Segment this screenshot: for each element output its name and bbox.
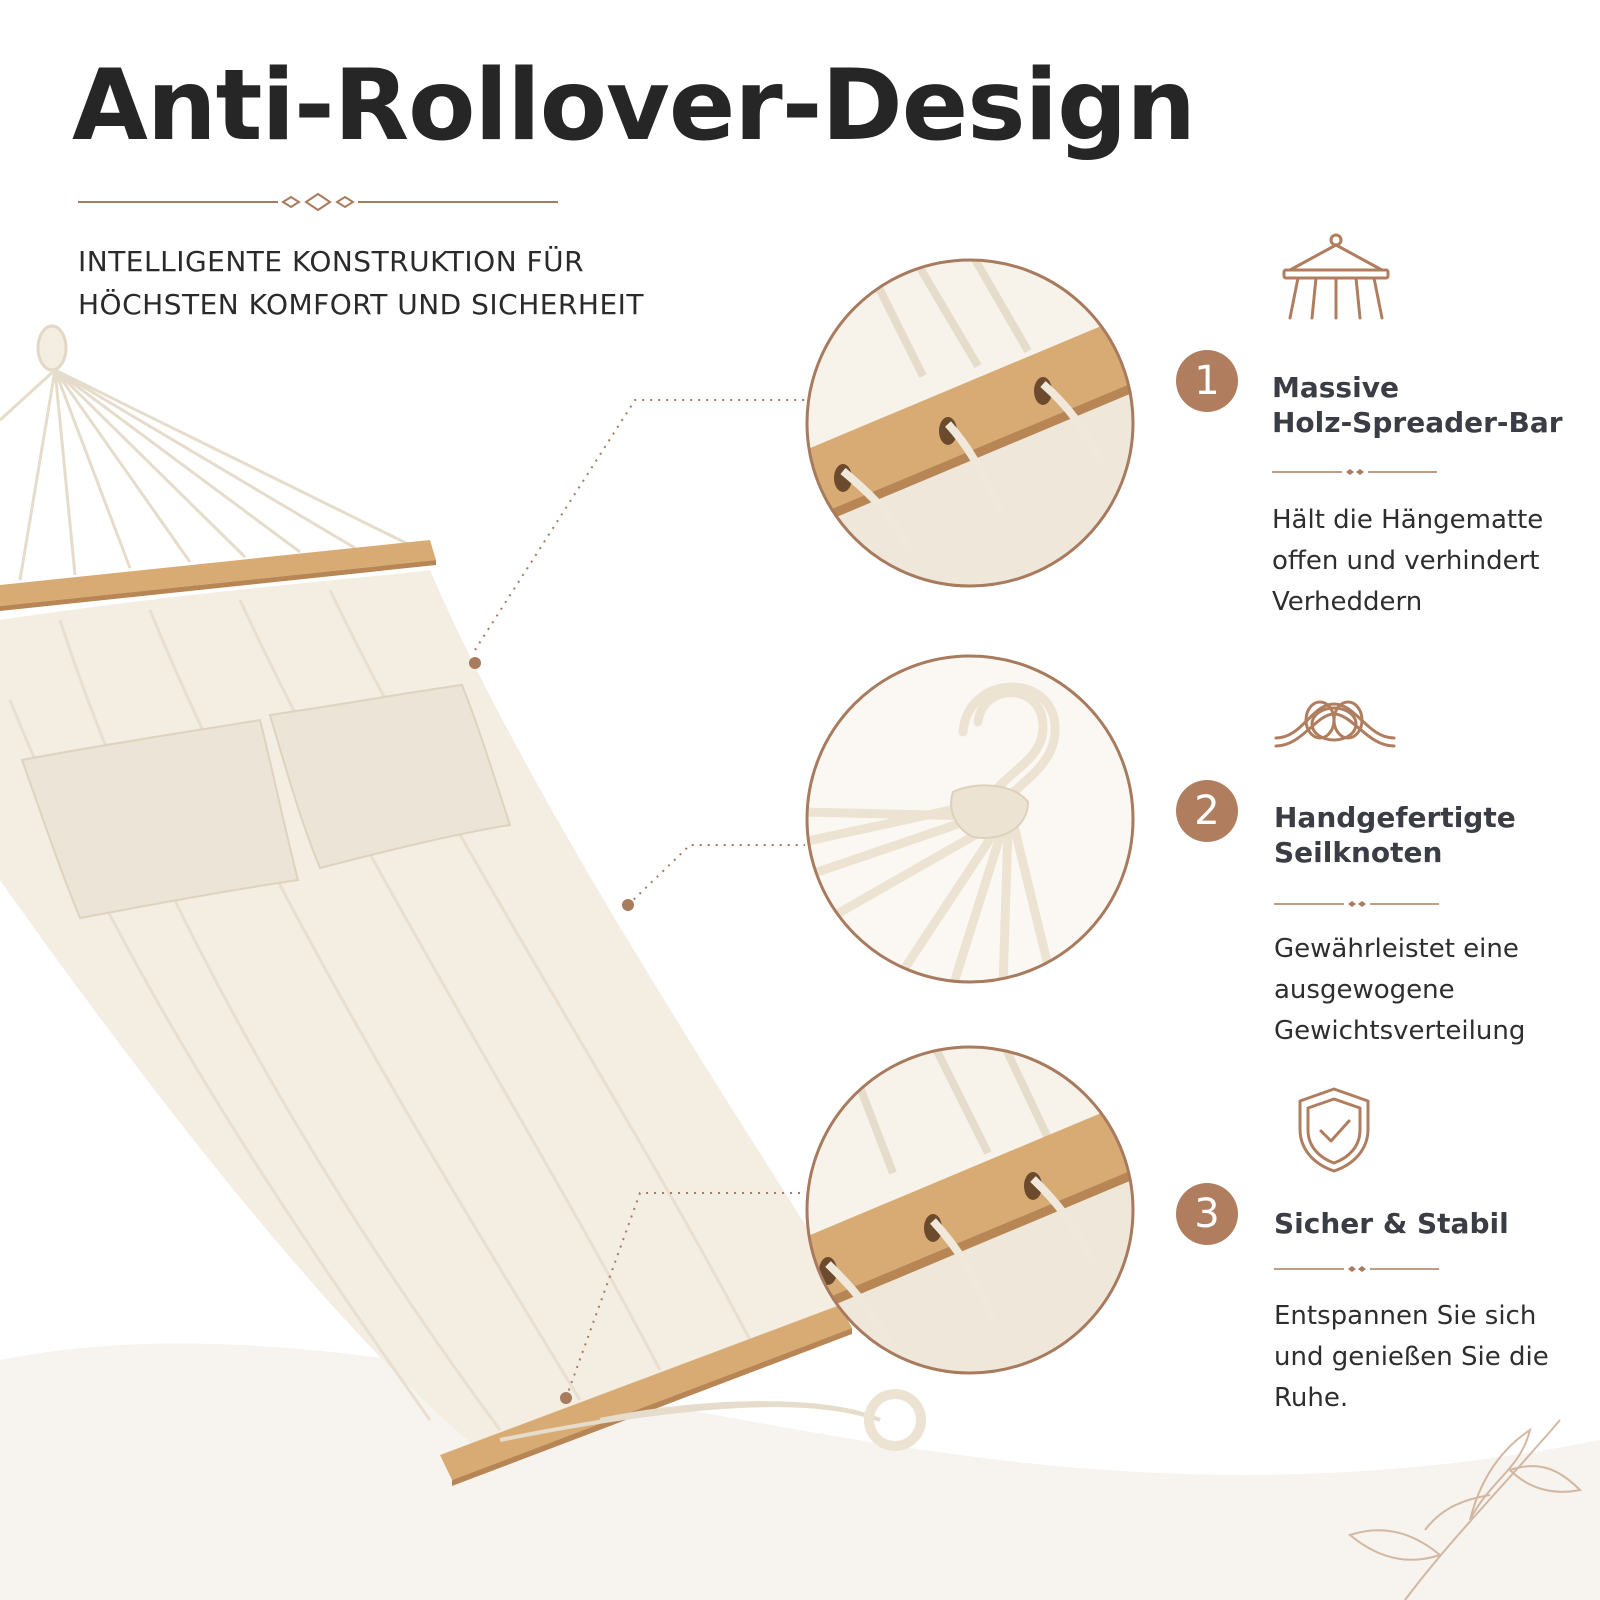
feature-title: Handgefertigte Seilknoten: [1274, 801, 1516, 869]
page-title: Anti-Rollover-Design: [72, 49, 1196, 163]
ornament-divider: [78, 192, 558, 212]
rope-knot-icon: [1274, 700, 1396, 748]
feature-divider: [1272, 469, 1437, 475]
leaf-branch-icon: [1347, 1419, 1583, 1600]
subtitle: INTELLIGENTE KONSTRUKTION FÜR HÖCHSTEN K…: [78, 245, 644, 321]
detail-circle-rope-knot: [805, 654, 1135, 984]
feature-divider: [1274, 901, 1439, 907]
feature-divider: [1274, 1266, 1439, 1272]
detail-circle-spreader-bar: [805, 258, 1135, 588]
feature-number-badge: 3: [1176, 1183, 1238, 1245]
feature-title: Sicher & Stabil: [1274, 1207, 1509, 1240]
shield-check-icon: [1298, 1087, 1370, 1173]
feature-number-badge: 2: [1176, 780, 1238, 842]
chandelier-hanging-icon: [1282, 233, 1390, 320]
feature-description: Gewährleistet eine ausgewogene Gewichtsv…: [1274, 934, 1526, 1046]
feature-description: Entspannen Sie sich und genießen Sie die…: [1274, 1301, 1549, 1413]
feature-description: Hält die Hängematte offen und verhindert…: [1272, 505, 1544, 617]
feature-number-badge: 1: [1176, 350, 1238, 412]
detail-circle-secure-bar: [805, 1045, 1135, 1375]
feature-title: Massive Holz-Spreader-Bar: [1272, 371, 1563, 439]
